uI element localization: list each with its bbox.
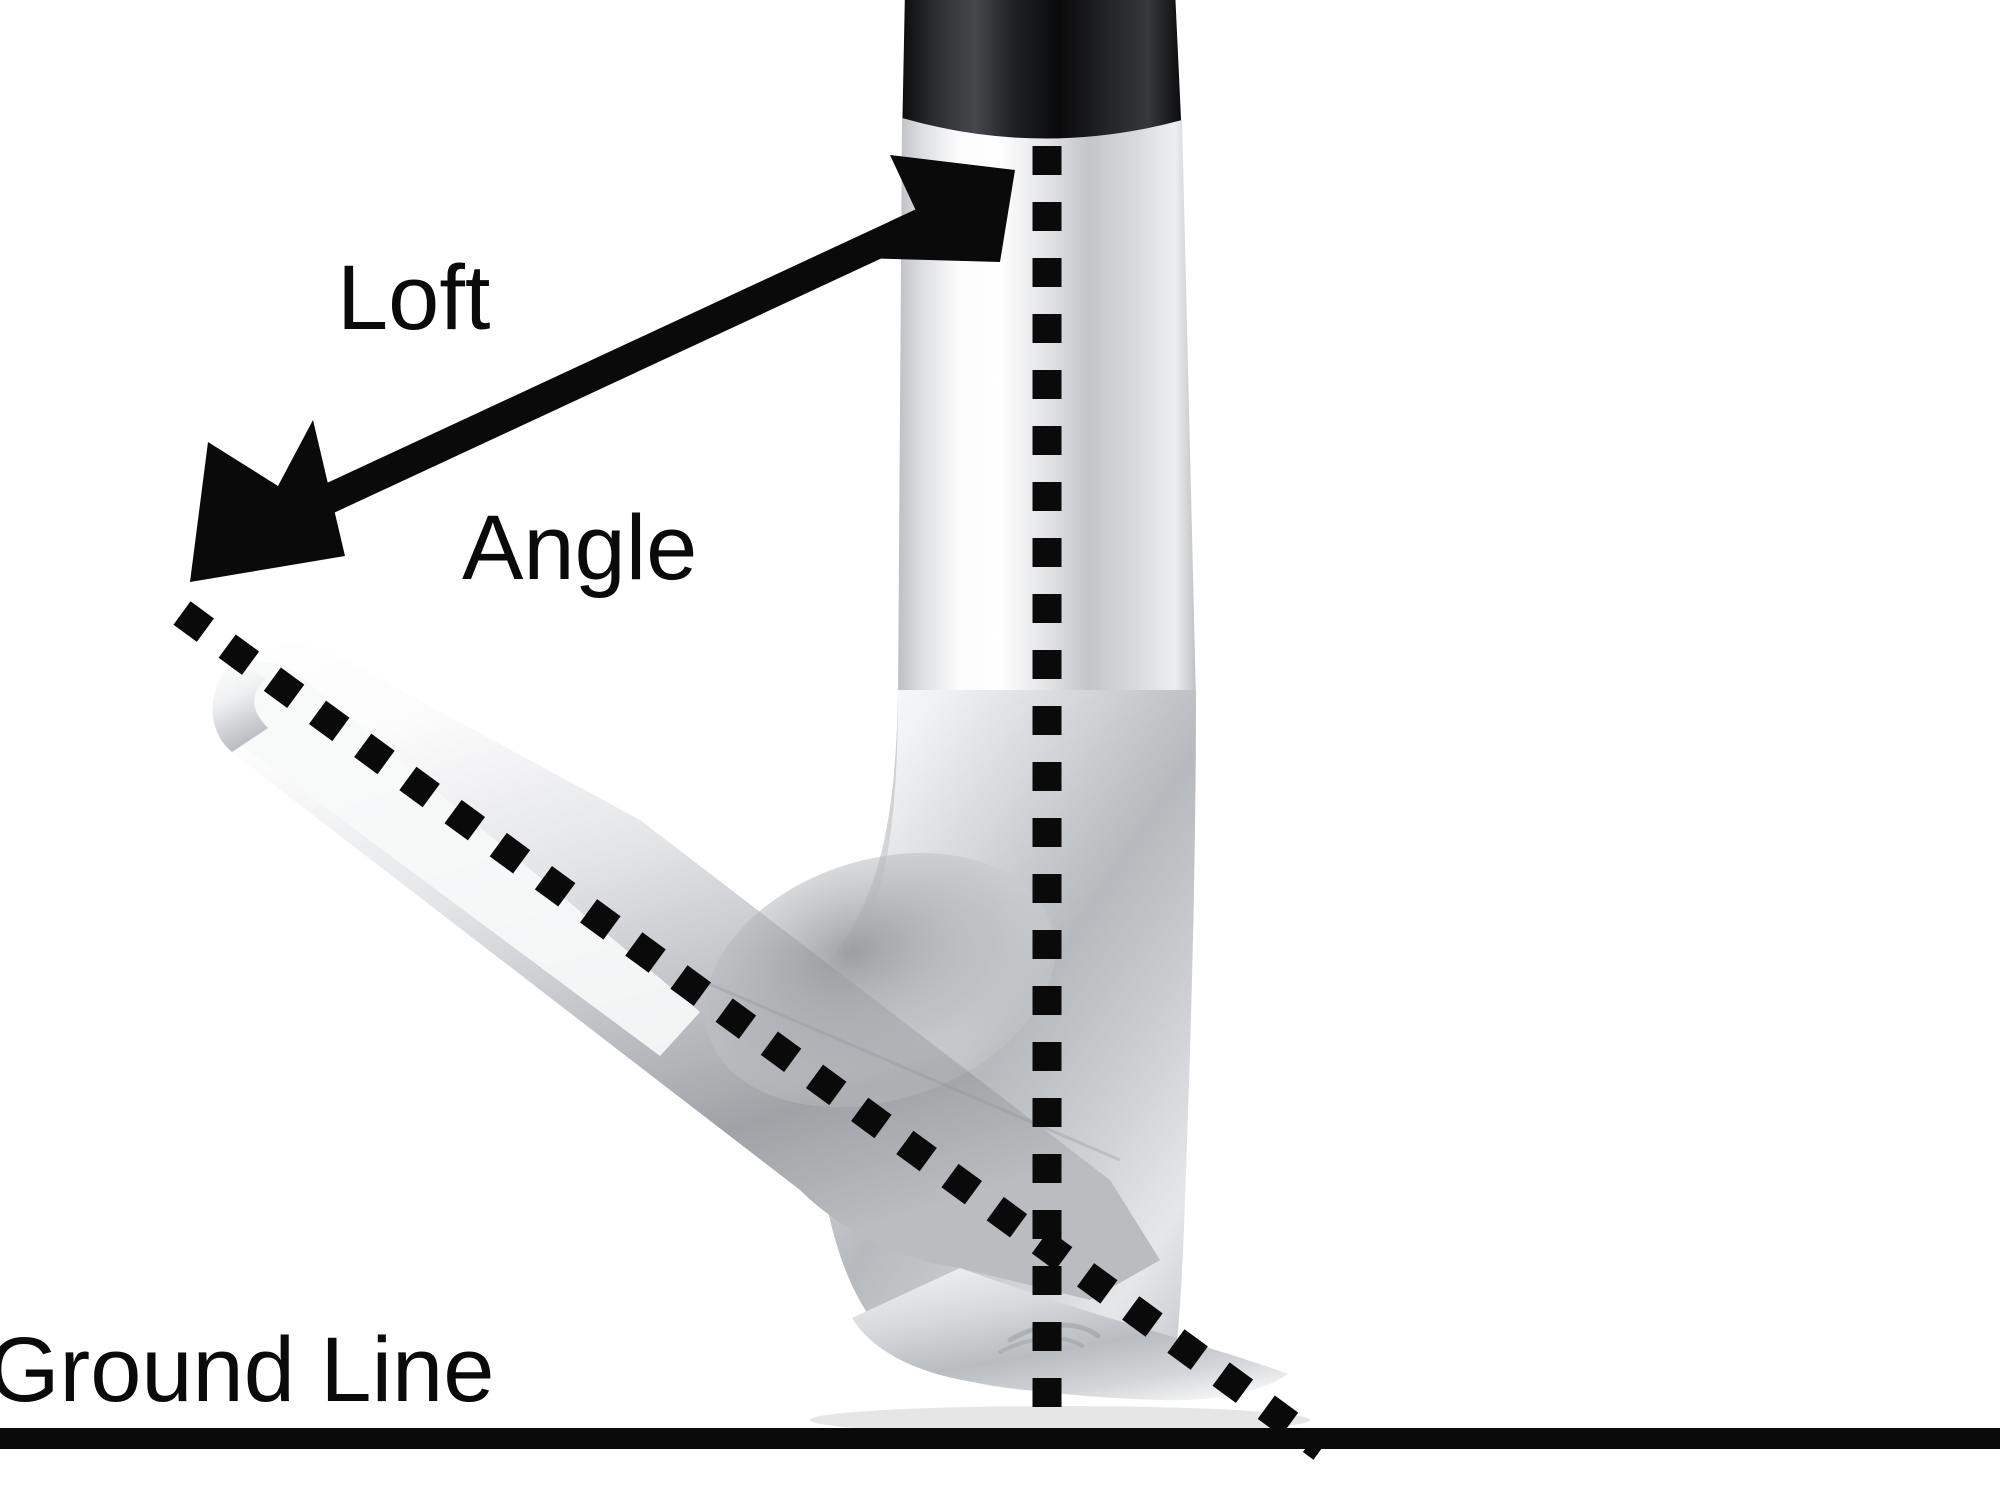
ground-line bbox=[0, 1428, 2000, 1449]
club-shaft-ferrule bbox=[902, 0, 1182, 160]
ground-line-label: Ground Line bbox=[0, 1319, 495, 1421]
arrowhead-upper-right bbox=[860, 155, 1015, 262]
club-head-sole bbox=[852, 1268, 1288, 1401]
club-shaft bbox=[898, 118, 1196, 708]
loft-label: Loft bbox=[337, 247, 491, 349]
arrowhead-lower-left bbox=[190, 420, 345, 582]
club-ground-contact-shadow bbox=[810, 1406, 1310, 1434]
face-plane-dotted-line bbox=[173, 601, 1331, 1460]
angle-label: Angle bbox=[462, 497, 698, 599]
loft-angle-arrow bbox=[190, 155, 1015, 582]
